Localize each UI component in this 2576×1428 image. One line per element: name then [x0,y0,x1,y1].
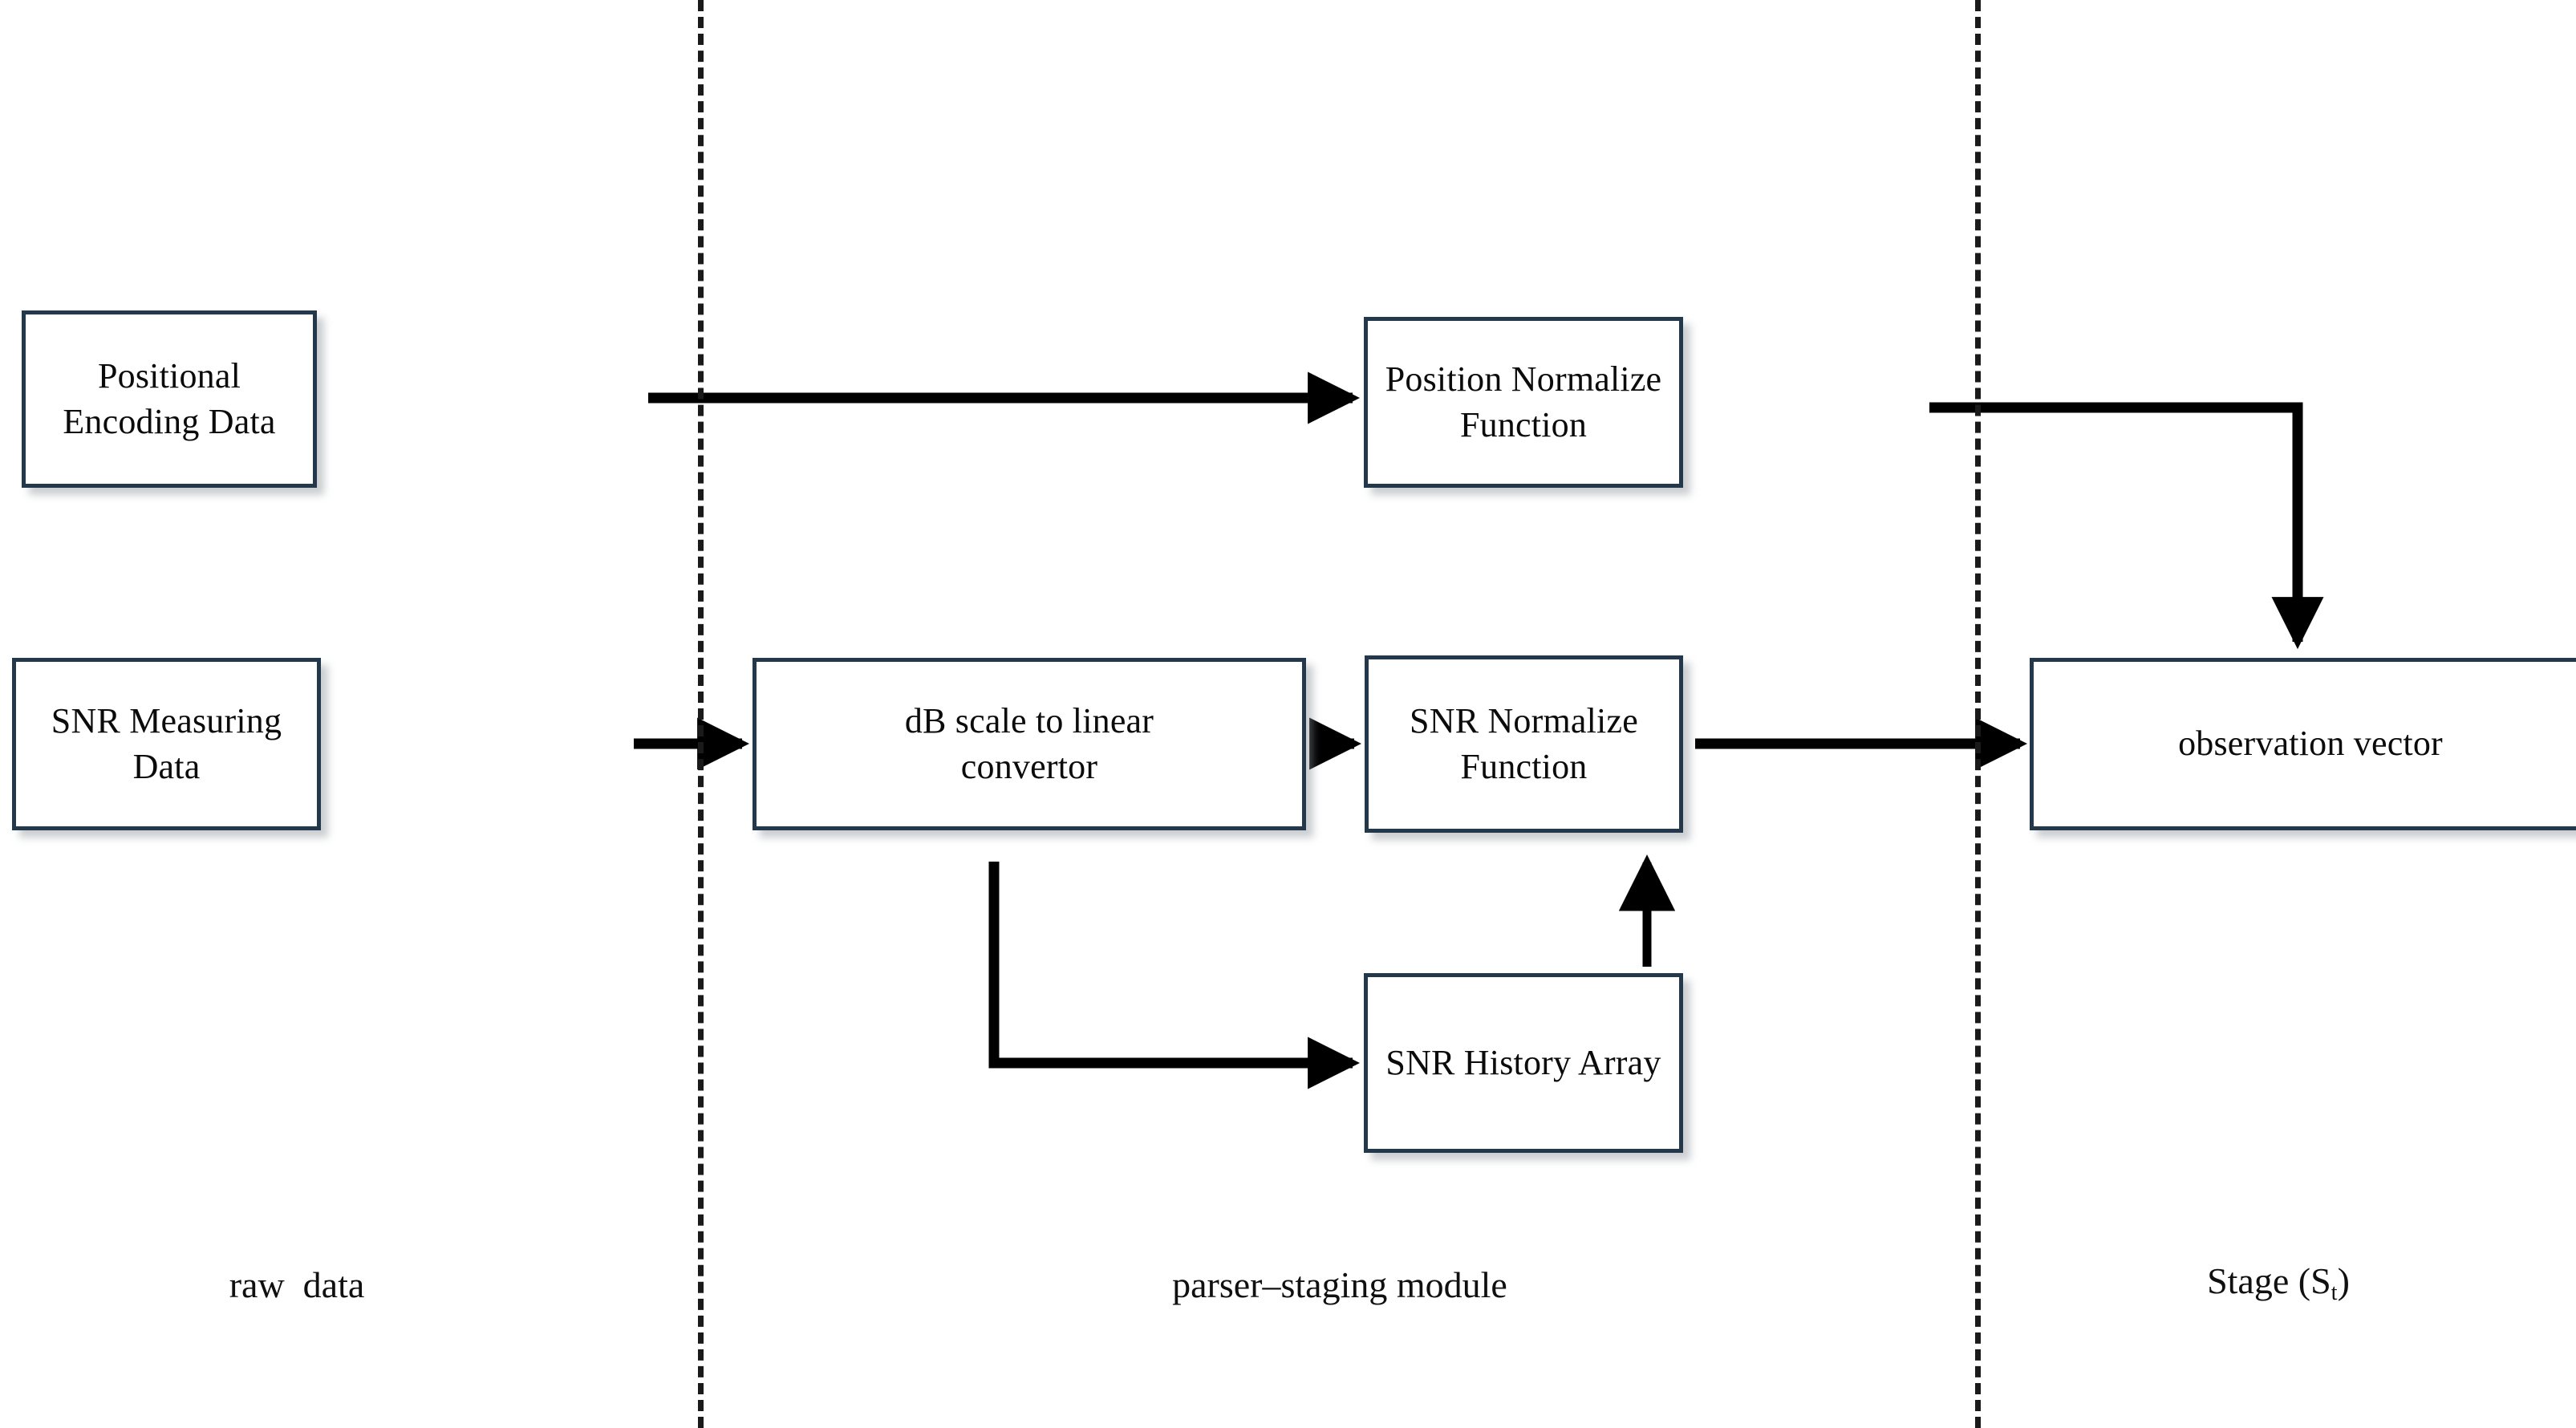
zone-label-stage-suffix: ) [2337,1260,2350,1301]
box-positional-encoding-data-label: Positional Encoding Data [63,356,276,441]
box-snr-measuring-data-label: SNR Measuring Data [51,701,282,786]
box-db-scale-to-linear-convertor-label: dB scale to linear convertor [904,701,1154,786]
box-observation-vector[interactable]: observation vector [2030,658,2576,830]
divider-raw-parser [698,0,704,1428]
box-snr-history-array-label: SNR History Array [1385,1042,1661,1082]
box-db-scale-to-linear-convertor[interactable]: dB scale to linear convertor [753,658,1306,830]
box-position-normalize-function-label: Position Normalize Function [1385,359,1662,444]
box-position-normalize-function[interactable]: Position Normalize Function [1364,317,1683,488]
box-observation-vector-label: observation vector [2178,724,2443,764]
box-snr-history-array[interactable]: SNR History Array [1364,973,1683,1153]
arrow-position-normalize-to-observation-vector [1929,402,2324,650]
box-snr-measuring-data[interactable]: SNR Measuring Data [12,658,321,830]
zone-label-stage: Stage (St) [2102,1260,2455,1306]
box-snr-normalize-function[interactable]: SNR Normalize Function [1365,655,1683,833]
zone-label-stage-subscript: t [2331,1280,2338,1305]
divider-parser-stage [1975,0,1981,1428]
box-snr-normalize-function-label: SNR Normalize Function [1410,701,1638,786]
box-positional-encoding-data[interactable]: Positional Encoding Data [22,310,317,488]
arrow-db-convertor-to-snr-history-array [988,862,1361,1089]
zone-label-stage-prefix: Stage (S [2207,1260,2331,1301]
zone-label-raw-data: raw data [229,1264,365,1305]
zone-label-parser-staging: parser–staging module [1172,1264,1507,1305]
